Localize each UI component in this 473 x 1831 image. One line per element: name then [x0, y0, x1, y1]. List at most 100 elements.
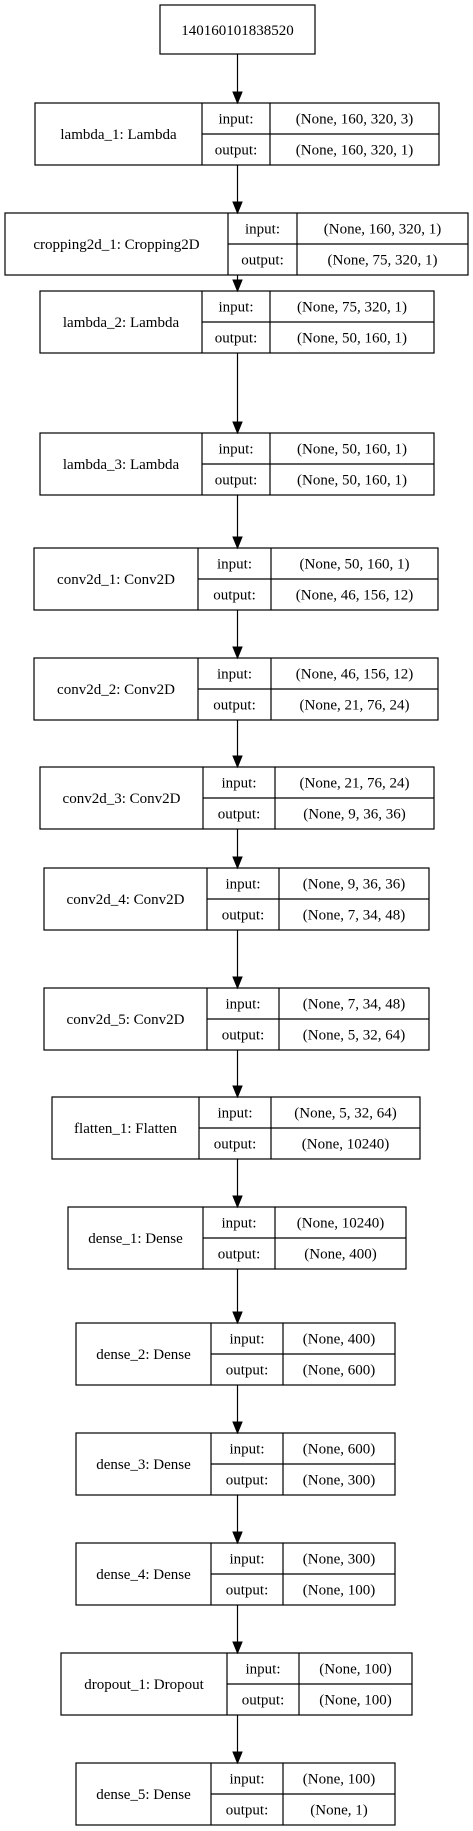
- input-label: input:: [217, 557, 252, 573]
- output-shape: (None, 21, 76, 24): [300, 698, 410, 714]
- input-node-label: 140160101838520: [181, 23, 294, 39]
- input-shape: (None, 100): [303, 1772, 375, 1788]
- layer-name: flatten_1: Flatten: [74, 1121, 177, 1137]
- input-shape: (None, 160, 320, 3): [296, 112, 413, 128]
- edge-arrow: [232, 1495, 243, 1545]
- edge-list: [232, 54, 243, 1765]
- output-shape: (None, 50, 160, 1): [297, 331, 407, 347]
- layer-name: lambda_3: Lambda: [63, 457, 180, 473]
- layer-node: flatten_1: Flatten input: output: (None, 5,…: [51, 1096, 421, 1160]
- edge-arrow: [232, 1605, 243, 1655]
- edge-arrow: [232, 495, 243, 550]
- input-shape: (None, 21, 76, 24): [300, 776, 410, 792]
- output-label: output:: [215, 143, 258, 159]
- edge-arrow: [232, 353, 243, 435]
- arrowhead: [232, 1421, 243, 1435]
- output-label: output:: [218, 1247, 261, 1263]
- layer-node: lambda_1: Lambda input: output: (None, 160,…: [34, 102, 440, 166]
- input-label: input:: [225, 997, 260, 1013]
- input-shape: (None, 600): [303, 1442, 375, 1458]
- arrowhead: [232, 856, 243, 870]
- output-shape: (None, 1): [310, 1803, 367, 1819]
- input-label: input:: [218, 112, 253, 128]
- layer-name: conv2d_3: Conv2D: [63, 791, 181, 807]
- output-label: output:: [215, 331, 258, 347]
- layer-name: dense_5: Dense: [96, 1787, 191, 1803]
- input-shape: (None, 5, 32, 64): [294, 1106, 396, 1122]
- layer-name: conv2d_4: Conv2D: [67, 892, 185, 908]
- input-label: input:: [221, 1216, 256, 1232]
- input-shape: (None, 100): [319, 1662, 391, 1678]
- arrowhead: [232, 421, 243, 435]
- layer-name: lambda_1: Lambda: [60, 127, 177, 143]
- arrowhead: [232, 646, 243, 660]
- input-shape: (None, 50, 160, 1): [300, 557, 410, 573]
- output-label: output:: [226, 1363, 269, 1379]
- input-label: input:: [221, 776, 256, 792]
- output-label: output:: [213, 588, 256, 604]
- output-label: output:: [222, 908, 265, 924]
- layer-node: lambda_3: Lambda input: output: (None, 50, …: [39, 432, 435, 496]
- edge-arrow: [232, 1385, 243, 1435]
- edge-arrow: [232, 165, 243, 215]
- input-shape: (None, 400): [303, 1332, 375, 1348]
- output-label: output:: [215, 473, 258, 489]
- layer-name: conv2d_1: Conv2D: [57, 572, 175, 588]
- layer-name: dense_2: Dense: [96, 1347, 191, 1363]
- arrowhead: [232, 1641, 243, 1655]
- output-label: output:: [218, 807, 261, 823]
- edge-arrow: [232, 1269, 243, 1325]
- edge-arrow: [232, 930, 243, 990]
- output-label: output:: [213, 698, 256, 714]
- arrowhead: [232, 755, 243, 769]
- output-shape: (None, 10240): [302, 1137, 389, 1153]
- layer-list: lambda_1: Lambda input: output: (None, 160,…: [4, 102, 469, 1826]
- edge-arrow: [232, 720, 243, 769]
- layer-name: conv2d_2: Conv2D: [57, 682, 175, 698]
- input-shape: (None, 160, 320, 1): [324, 222, 441, 238]
- output-label: output:: [241, 253, 284, 269]
- edge-arrow: [232, 829, 243, 870]
- input-label: input:: [229, 1772, 264, 1788]
- input-shape: (None, 50, 160, 1): [297, 442, 407, 458]
- arrowhead: [232, 279, 243, 293]
- input-label: input:: [229, 1442, 264, 1458]
- output-label: output:: [226, 1473, 269, 1489]
- output-shape: (None, 400): [304, 1247, 376, 1263]
- input-label: input:: [218, 300, 253, 316]
- input-label: input:: [225, 877, 260, 893]
- arrowhead: [232, 1195, 243, 1209]
- input-shape: (None, 46, 156, 12): [296, 667, 413, 683]
- output-shape: (None, 5, 32, 64): [303, 1028, 405, 1044]
- layer-node: conv2d_1: Conv2D input: output: (None, 50, …: [33, 547, 439, 611]
- input-label: input:: [217, 1106, 252, 1122]
- edge-arrow: [232, 275, 243, 293]
- output-shape: (None, 300): [303, 1473, 375, 1489]
- output-label: output:: [222, 1028, 265, 1044]
- arrowhead: [232, 1311, 243, 1325]
- arrowhead: [232, 1751, 243, 1765]
- output-label: output:: [214, 1137, 257, 1153]
- layer-name: cropping2d_1: Cropping2D: [33, 237, 199, 253]
- input-label: input:: [245, 222, 280, 238]
- input-label: input:: [218, 442, 253, 458]
- output-shape: (None, 100): [303, 1583, 375, 1599]
- arrowhead: [232, 201, 243, 215]
- layer-node: conv2d_2: Conv2D input: output: (None, 46, …: [33, 657, 439, 721]
- layer-name: dropout_1: Dropout: [84, 1677, 204, 1693]
- output-shape: (None, 100): [319, 1693, 391, 1709]
- edge-arrow: [232, 1715, 243, 1765]
- input-shape: (None, 9, 36, 36): [303, 877, 405, 893]
- edge-arrow: [232, 1050, 243, 1099]
- input-node: 140160101838520: [159, 4, 316, 55]
- output-shape: (None, 75, 320, 1): [328, 253, 438, 269]
- output-shape: (None, 50, 160, 1): [297, 473, 407, 489]
- input-label: input:: [217, 667, 252, 683]
- arrowhead: [232, 536, 243, 550]
- layer-node: cropping2d_1: Cropping2D input: output: (No…: [4, 212, 469, 276]
